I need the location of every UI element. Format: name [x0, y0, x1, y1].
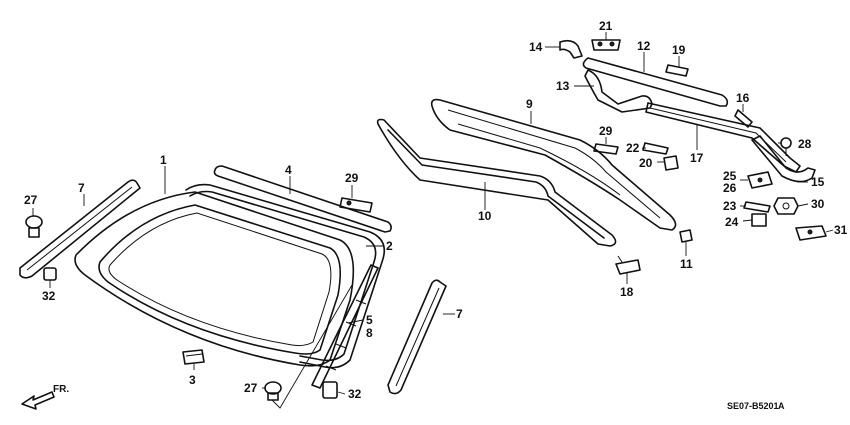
- callout-c22: 22: [626, 141, 640, 155]
- callout-c27: 27: [24, 193, 38, 207]
- callout-c12: 12: [637, 39, 651, 53]
- rear-side-molding-15: [751, 135, 816, 183]
- callout-c24: 24: [725, 215, 739, 229]
- screw-28: [780, 137, 792, 156]
- clip-16: [734, 109, 753, 128]
- clip-24: [751, 213, 767, 227]
- windshield-glass: [74, 191, 355, 367]
- front-arrow-icon: [21, 391, 55, 410]
- callout-c35: 32: [348, 387, 362, 401]
- callout-c25: 25: [723, 169, 737, 183]
- callout-c23: 23: [723, 199, 737, 213]
- fastener-29-front: [339, 197, 373, 213]
- trim-strip-12: [582, 57, 729, 107]
- clip-19: [665, 64, 689, 77]
- rear-molding-17: [645, 102, 801, 173]
- side-retainer-strip: [311, 264, 379, 389]
- diagram-code-text: SE07-B5201: [727, 401, 779, 411]
- callout-c2: 2: [386, 239, 393, 253]
- nut-30: [773, 197, 799, 215]
- bracket-31: [795, 225, 827, 241]
- callout-c31: 29: [599, 124, 613, 138]
- callout-c6: 8: [366, 326, 373, 340]
- callout-c3: 3: [189, 373, 196, 387]
- clip-23: [743, 201, 771, 213]
- bracket-21: [591, 39, 621, 51]
- callout-c11: 11: [680, 257, 693, 271]
- rear-window-glass: [430, 98, 677, 231]
- clip-32-left: [43, 267, 57, 281]
- callout-c28: 27: [244, 381, 258, 395]
- callout-c13: 13: [556, 79, 570, 93]
- trim-strip-13: [584, 69, 653, 113]
- callout-c5: 5: [366, 313, 373, 327]
- callout-c19: 19: [672, 43, 686, 57]
- callout-c34: 32: [42, 289, 56, 303]
- callout-c9: 9: [526, 97, 533, 111]
- rear-window-dam-rubber: [376, 118, 617, 247]
- clip-11: [679, 229, 693, 243]
- windshield-side-molding-left: [19, 179, 141, 279]
- front-label: FR.: [53, 384, 69, 395]
- diagram-code-suffix: A: [778, 401, 785, 411]
- callout-c20: 20: [639, 156, 653, 170]
- callout-c33: 31: [834, 223, 848, 237]
- front-direction-indicator: FR.: [21, 384, 69, 410]
- spacer-3: [182, 349, 205, 365]
- callout-c15: 15: [811, 175, 825, 189]
- windshield-side-molding-right: [387, 279, 447, 395]
- diagram-code: SE07-B5201 A: [727, 401, 785, 411]
- callout-c1: 1: [160, 153, 167, 167]
- clip-27-lower: [264, 381, 282, 401]
- callout-c4: 4: [285, 163, 292, 177]
- bracket-25-26: [747, 171, 773, 189]
- callout-c17: 17: [690, 151, 704, 165]
- clip-27-upper: [25, 215, 43, 238]
- callout-c18: 18: [620, 285, 634, 299]
- bracket-18: [615, 255, 641, 275]
- end-cap-14: [559, 39, 583, 59]
- callout-c10: 10: [478, 209, 492, 223]
- leader-lines: [32, 32, 834, 409]
- callout-c7: 7: [78, 181, 85, 195]
- callout-c8: 7: [456, 307, 463, 321]
- callout-c32: 30: [811, 197, 825, 211]
- callout-c21: 21: [599, 19, 613, 33]
- callout-c14: 14: [529, 40, 543, 54]
- callout-numbers: 1 2 3 4 5 8 7 7 9 10 11 12 13 14 15 16 1…: [24, 19, 848, 401]
- callout-c30: 29: [345, 171, 359, 185]
- callout-c29: 28: [798, 137, 812, 151]
- clip-20: [663, 155, 679, 171]
- fastener-29-rear: [593, 143, 619, 155]
- windshield-upper-molding: [213, 165, 392, 233]
- clip-32-right: [322, 381, 338, 399]
- callout-c16: 16: [736, 91, 750, 105]
- callout-c26: 26: [723, 181, 737, 195]
- clip-22: [642, 142, 669, 155]
